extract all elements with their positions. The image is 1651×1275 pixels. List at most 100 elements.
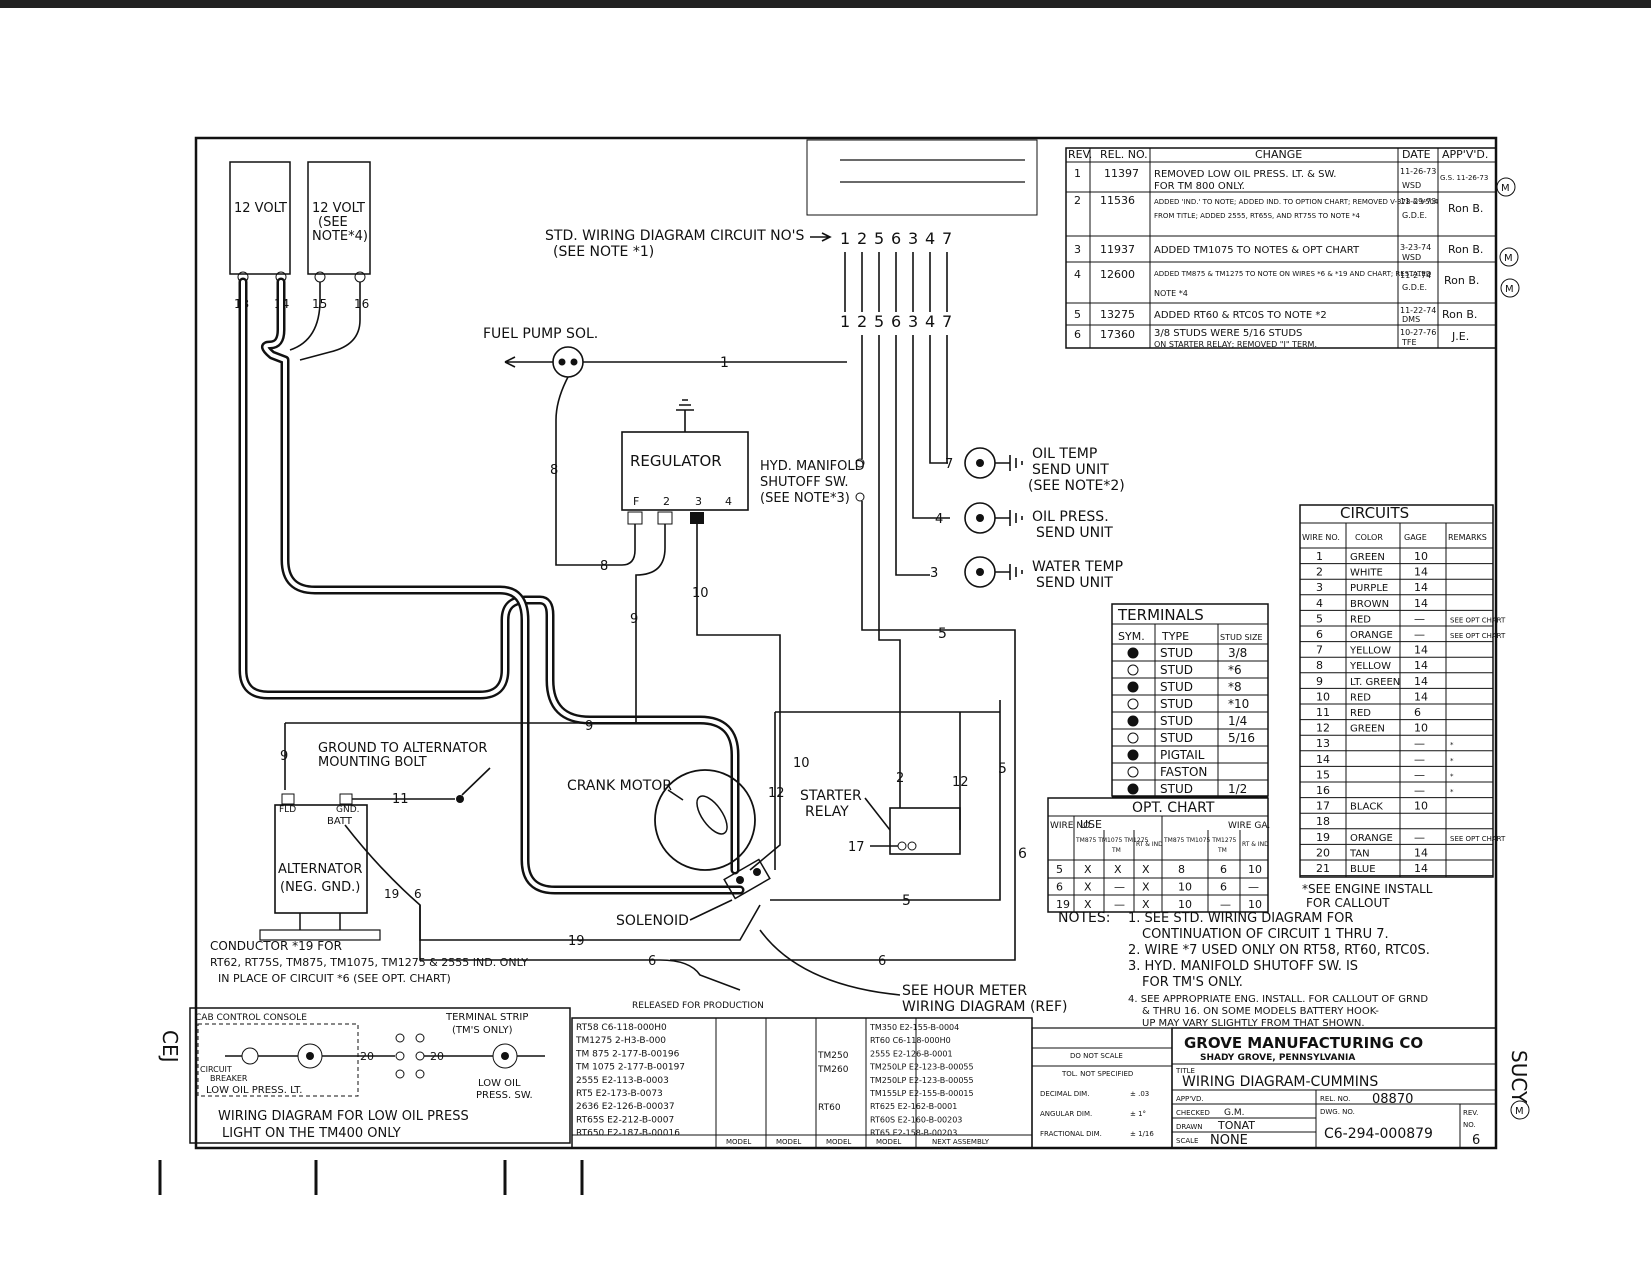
svg-text:11-2-74: 11-2-74: [1400, 271, 1431, 280]
svg-text:G.M.: G.M.: [1224, 1108, 1244, 1118]
svg-text:MODEL: MODEL: [726, 1138, 751, 1146]
wire-6-label-a: 6: [414, 887, 422, 901]
svg-text:FRACTIONAL DIM.: FRACTIONAL DIM.: [1040, 1130, 1102, 1138]
svg-text:REL. NO.: REL. NO.: [1100, 148, 1148, 161]
opt-chart-cell: X: [1084, 863, 1092, 876]
circuit-wire-no: 19: [1316, 831, 1330, 844]
svg-text:1: 1: [840, 229, 850, 248]
crank-motor-label: CRANK MOTOR: [567, 778, 672, 794]
svg-text:NONE: NONE: [1210, 1133, 1248, 1148]
terminal-type: STUD: [1160, 714, 1193, 728]
circuit-wire-no: 7: [1316, 644, 1323, 657]
circuit-color: GREEN: [1350, 724, 1385, 735]
svg-text:11-22-74: 11-22-74: [1400, 306, 1436, 315]
conductor-note-3: IN PLACE OF CIRCUIT *6 (SEE OPT. CHART): [218, 972, 451, 985]
crank-motor: [654, 769, 756, 871]
svg-text:M: M: [1504, 253, 1513, 264]
release-entry: RT5 E2-173-B-0073: [576, 1089, 663, 1099]
alternator-fld-label: FLD: [279, 805, 296, 815]
terminal-symbol: [1127, 766, 1139, 778]
release-entry: RT625 E2-162-B-0001: [870, 1102, 957, 1111]
svg-text:2: 2: [1074, 194, 1081, 207]
terminal-symbol: [1127, 664, 1139, 676]
opt-chart-cell: X: [1084, 898, 1092, 911]
circuits-title: CIRCUITS: [1340, 504, 1409, 522]
low-oil-inset: CAB CONTROL CONSOLE CIRCUIT BREAKER LOW …: [189, 1007, 571, 1144]
wire-8-label-b: 8: [600, 559, 608, 574]
svg-text:DECIMAL DIM.: DECIMAL DIM.: [1040, 1090, 1089, 1098]
circuit-feed-lines: [670, 335, 1016, 961]
wire-11-label: 11: [392, 792, 409, 807]
terminal-symbol: [1127, 732, 1139, 744]
terminal-size: 5/16: [1228, 731, 1255, 745]
svg-text:MODEL: MODEL: [826, 1138, 851, 1146]
release-footer: MODEL MODEL MODEL MODEL NEXT ASSEMBLY: [726, 1138, 990, 1146]
release-entry: TM350 E2-155-B-0004: [869, 1023, 959, 1032]
svg-text:TM260: TM260: [817, 1065, 849, 1075]
tolerance-block: DO NOT SCALE TOL. NOT SPECIFIED DECIMAL …: [1031, 1027, 1173, 1149]
terminal-symbol: [1127, 783, 1139, 795]
circuit-gage: —: [1414, 768, 1425, 781]
wire-9-label-c: 9: [280, 749, 288, 764]
svg-text:± 1°: ± 1°: [1130, 1110, 1146, 1118]
opt-chart-cell: —: [1220, 898, 1231, 911]
svg-text:RT60: RT60: [818, 1103, 841, 1113]
wire-8: [555, 376, 636, 566]
oil-press-label-2: SEND UNIT: [1036, 525, 1113, 541]
std-circuit-numbers-top: 1 2 5 6 3 4 7: [840, 229, 952, 248]
release-title: RELEASED FOR PRODUCTION: [632, 1001, 764, 1011]
release-entry: RT60S E2-160-B-00203: [870, 1115, 962, 1124]
svg-text:APP'VD.: APP'VD.: [1176, 1095, 1204, 1103]
circuit-gage: 14: [1414, 597, 1428, 610]
svg-text:Ron B.: Ron B.: [1448, 243, 1483, 256]
revision-markers: M M M M: [1496, 177, 1530, 1120]
opt-chart-cell: 6: [1220, 863, 1227, 876]
svg-text:DRAWN: DRAWN: [1176, 1123, 1203, 1131]
opt-chart-cell: X: [1142, 863, 1150, 876]
wire-5-label-b: 5: [998, 761, 1007, 777]
starter-relay-box: [889, 807, 961, 855]
conductor-note-1: CONDUCTOR *19 FOR: [210, 939, 342, 953]
release-entry: RT60 C6-118-000H0: [870, 1036, 951, 1045]
circuit-wire-no: 16: [1316, 784, 1330, 797]
opt-chart-cell: X: [1142, 881, 1150, 894]
battery-right-label-3: NOTE*4): [312, 229, 368, 244]
oil-temp-send-unit: [964, 447, 1023, 479]
svg-text:FROM TITLE; ADDED 2555, RT65S,: FROM TITLE; ADDED 2555, RT65S, AND RT75S…: [1154, 212, 1361, 220]
terminal-symbol: [1127, 749, 1139, 761]
svg-text:G.D.E.: G.D.E.: [1402, 283, 1427, 292]
svg-text:ANGULAR DIM.: ANGULAR DIM.: [1040, 1110, 1092, 1118]
terminal-size: *10: [1228, 697, 1249, 711]
svg-text:WIRE NO.: WIRE NO.: [1302, 533, 1340, 542]
terminal-symbol: [1127, 715, 1139, 727]
svg-text:5: 5: [874, 229, 884, 248]
svg-text:2: 2: [663, 495, 670, 508]
low-oil-caption-1: WIRING DIAGRAM FOR LOW OIL PRESS: [218, 1109, 469, 1124]
circuit-gage: 14: [1414, 846, 1428, 859]
circuit-wire-no: 1: [1316, 550, 1323, 563]
svg-text:1: 1: [840, 312, 850, 331]
circuit-remarks: *: [1450, 772, 1454, 780]
battery-right-label-2: (SEE: [318, 215, 348, 230]
svg-text:TM250: TM250: [817, 1051, 849, 1061]
terminals-title: TERMINALS: [1117, 606, 1204, 624]
wire-19-label-a: 19: [384, 887, 399, 901]
svg-text:DO NOT SCALE: DO NOT SCALE: [1070, 1052, 1123, 1060]
svg-text:± .03: ± .03: [1130, 1090, 1149, 1098]
terminal-size: *8: [1228, 680, 1242, 694]
svg-text:1: 1: [1074, 167, 1081, 180]
svg-text:RT & IND: RT & IND: [1242, 841, 1269, 848]
opt-chart-cell: 10: [1248, 863, 1262, 876]
circuit-gage: —: [1414, 612, 1425, 625]
release-entry: 2555 E2-126-B-0001: [870, 1049, 953, 1058]
hour-meter-label-1: SEE HOUR METER: [902, 983, 1027, 999]
wire-6: [419, 905, 741, 991]
svg-text:20: 20: [360, 1050, 374, 1063]
svg-text:PRESS. SW.: PRESS. SW.: [476, 1090, 533, 1101]
oil-press-label-1: OIL PRESS.: [1032, 509, 1109, 525]
wire-3-label: 3: [930, 566, 938, 581]
wire-10-label-b: 10: [793, 756, 810, 771]
svg-text:WSD: WSD: [1402, 181, 1421, 190]
circuit-gage: 14: [1414, 581, 1428, 594]
